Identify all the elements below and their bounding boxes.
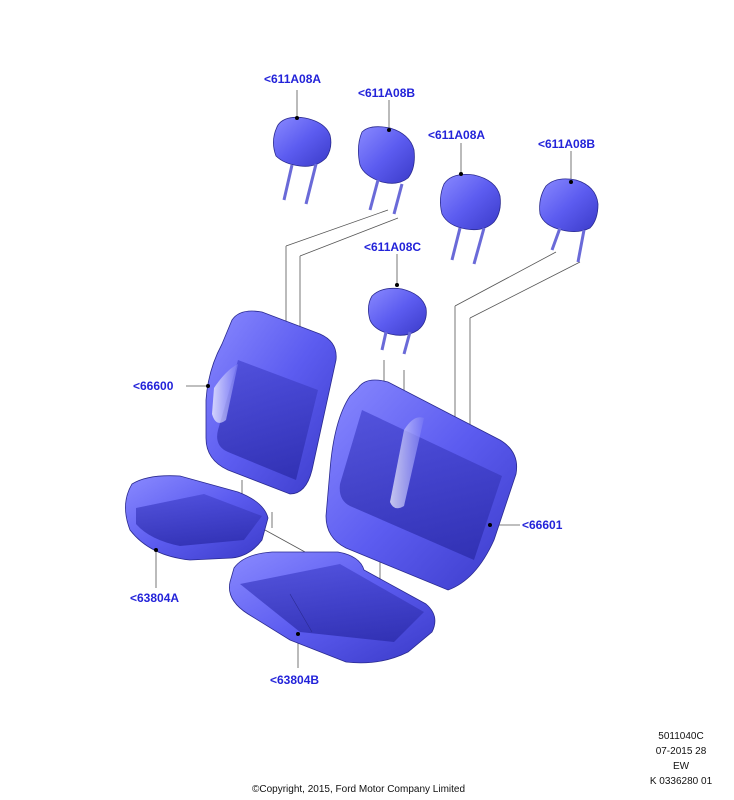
callout-66601[interactable]: <66601: [522, 518, 563, 532]
callout-611A08A-right[interactable]: <611A08A: [428, 128, 486, 142]
callout-611A08B-left[interactable]: <611A08B: [358, 86, 416, 100]
callout-611A08C[interactable]: <611A08C: [364, 240, 422, 254]
backrest-66600: [205, 310, 337, 495]
callout-63804B[interactable]: <63804B: [270, 673, 320, 687]
copyright-notice: ©Copyright, 2015, Ford Motor Company Lim…: [252, 784, 466, 795]
callout-611A08B-right[interactable]: <611A08B: [538, 137, 596, 151]
callout-611A08A-left[interactable]: <611A08A: [264, 72, 322, 86]
cushion-63804A: [125, 475, 269, 561]
callout-63804A[interactable]: <63804A: [130, 591, 180, 605]
doc-date: 07-2015 28: [655, 746, 707, 757]
cushion-63804B: [229, 551, 436, 664]
callout-66600[interactable]: <66600: [133, 379, 174, 393]
headrest-611A08B-right: [539, 178, 599, 263]
headrest-611A08A-right: [440, 174, 501, 265]
doc-ref: K 0336280 01: [649, 776, 713, 787]
doc-code: 5011040C: [658, 731, 704, 742]
callout-dots: [154, 116, 573, 636]
backrest-66601: [325, 379, 518, 591]
headrest-611A08C: [368, 287, 427, 355]
headrest-611A08A-left: [273, 116, 332, 205]
doc-region: EW: [672, 761, 690, 772]
headrest-611A08B-left: [358, 126, 415, 215]
